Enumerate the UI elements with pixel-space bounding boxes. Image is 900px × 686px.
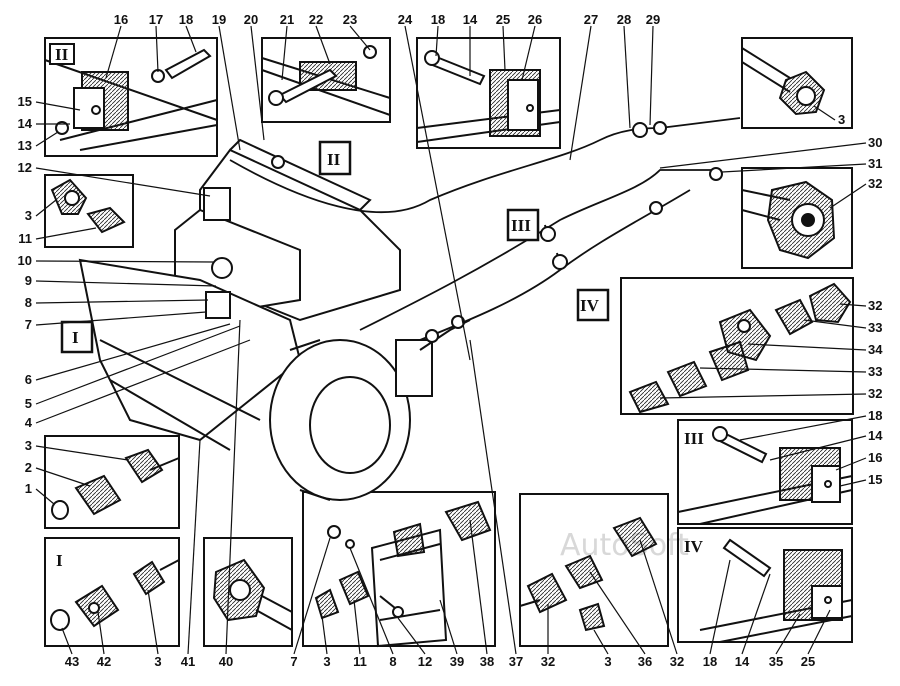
callout-label: 8 bbox=[389, 654, 396, 669]
callout-label: 32 bbox=[868, 176, 882, 191]
callout-label: 22 bbox=[309, 12, 323, 27]
detail-box-II-top: II bbox=[44, 37, 218, 157]
callout-label: 39 bbox=[450, 654, 464, 669]
detail-box-III-right: III bbox=[677, 419, 853, 525]
detail-box-1-2-3 bbox=[44, 435, 180, 529]
leader-lines bbox=[35, 25, 867, 655]
detail-box-3-11 bbox=[44, 174, 134, 248]
callout-label: 3 bbox=[25, 208, 32, 223]
callout-label: 16 bbox=[868, 450, 882, 465]
detail-box-32-33-34 bbox=[620, 277, 854, 415]
callout-label: 2 bbox=[25, 460, 32, 475]
callout-label: 18 bbox=[868, 408, 882, 423]
callout-label: 33 bbox=[868, 320, 882, 335]
main-view-labels: II III IV I bbox=[60, 140, 610, 354]
detail-box-32-large bbox=[741, 167, 853, 269]
view-label-III-mid: III bbox=[511, 216, 531, 235]
detail-box-40 bbox=[203, 537, 293, 647]
callout-label: 26 bbox=[528, 12, 542, 27]
callout-label: 14 bbox=[868, 428, 883, 443]
callout-label: 34 bbox=[868, 342, 883, 357]
callout-label: 35 bbox=[769, 654, 783, 669]
callout-label: 6 bbox=[25, 372, 32, 387]
view-label-I-bottom: I bbox=[56, 551, 63, 570]
detail-box-filter bbox=[302, 491, 496, 648]
callout-label: 12 bbox=[418, 654, 432, 669]
callout-label: 13 bbox=[18, 138, 32, 153]
callout-label: 25 bbox=[801, 654, 815, 669]
callout-label: 32 bbox=[541, 654, 555, 669]
callout-label: 3 bbox=[323, 654, 330, 669]
callout-label: 3 bbox=[838, 112, 845, 127]
callout-label: 18 bbox=[703, 654, 717, 669]
callout-labels-right: 3 30 31 32 32 33 34 33 32 18 14 16 15 bbox=[838, 112, 883, 487]
callout-label: 27 bbox=[584, 12, 598, 27]
callout-labels-left: 15 14 13 12 3 11 10 9 8 7 6 5 4 3 2 1 bbox=[18, 94, 33, 496]
callout-label: 15 bbox=[868, 472, 882, 487]
view-label-IV-mid: IV bbox=[580, 296, 600, 315]
detail-box-3-top-right bbox=[741, 37, 853, 129]
callout-label: 4 bbox=[25, 415, 33, 430]
callout-label: 17 bbox=[149, 12, 163, 27]
callout-label: 18 bbox=[431, 12, 445, 27]
callout-label: 11 bbox=[353, 654, 367, 669]
callout-label: 28 bbox=[617, 12, 631, 27]
callout-label: 30 bbox=[868, 135, 882, 150]
callout-label: 41 bbox=[181, 654, 195, 669]
callout-label: 20 bbox=[244, 12, 258, 27]
view-label-I-left: I bbox=[72, 328, 79, 347]
callout-label: 37 bbox=[509, 654, 523, 669]
callout-label: 24 bbox=[398, 12, 413, 27]
detail-box-I-bottom: I bbox=[44, 537, 180, 647]
callout-label: 40 bbox=[219, 654, 233, 669]
view-label-II-mid: II bbox=[327, 150, 341, 169]
callout-label: 3 bbox=[604, 654, 611, 669]
callout-label: 38 bbox=[480, 654, 494, 669]
callout-label: 15 bbox=[18, 94, 32, 109]
callout-label: 3 bbox=[25, 438, 32, 453]
callout-label: 18 bbox=[179, 12, 193, 27]
detail-box-IV-right: IV bbox=[677, 527, 853, 643]
callout-label: 33 bbox=[868, 364, 882, 379]
detail-box-22 bbox=[261, 37, 391, 123]
engine-assembly bbox=[78, 117, 741, 501]
callout-label: 23 bbox=[343, 12, 357, 27]
view-label-II-top: II bbox=[55, 45, 69, 64]
callout-label: 5 bbox=[25, 396, 32, 411]
callout-label: 14 bbox=[463, 12, 478, 27]
callout-label: 12 bbox=[18, 160, 32, 175]
callout-label: 32 bbox=[868, 386, 882, 401]
detail-box-32-3-36 bbox=[519, 493, 669, 647]
callout-labels-top: 16 17 18 19 20 21 22 23 24 18 14 25 26 2… bbox=[114, 12, 660, 27]
detail-box-25-26 bbox=[416, 37, 561, 149]
callout-label: 8 bbox=[25, 295, 32, 310]
callout-label: 43 bbox=[65, 654, 79, 669]
view-label-III-right: III bbox=[684, 429, 704, 448]
callout-label: 42 bbox=[97, 654, 111, 669]
callout-label: 7 bbox=[290, 654, 297, 669]
callout-label: 31 bbox=[868, 156, 882, 171]
callout-label: 14 bbox=[18, 116, 33, 131]
callout-label: 10 bbox=[18, 253, 32, 268]
callout-label: 9 bbox=[25, 273, 32, 288]
view-label-IV-right: IV bbox=[684, 537, 704, 556]
callout-label: 32 bbox=[868, 298, 882, 313]
callout-label: 25 bbox=[496, 12, 510, 27]
callout-label: 16 bbox=[114, 12, 128, 27]
callout-label: 14 bbox=[735, 654, 750, 669]
callout-label: 7 bbox=[25, 317, 32, 332]
callout-label: 29 bbox=[646, 12, 660, 27]
callout-labels-bottom: 43 42 3 41 40 7 3 11 8 12 39 38 37 32 3 … bbox=[65, 654, 815, 669]
callout-label: 3 bbox=[154, 654, 161, 669]
callout-label: 19 bbox=[212, 12, 226, 27]
callout-label: 21 bbox=[280, 12, 294, 27]
callout-label: 11 bbox=[18, 231, 32, 246]
callout-label: 32 bbox=[670, 654, 684, 669]
callout-label: 1 bbox=[25, 481, 32, 496]
callout-label: 36 bbox=[638, 654, 652, 669]
